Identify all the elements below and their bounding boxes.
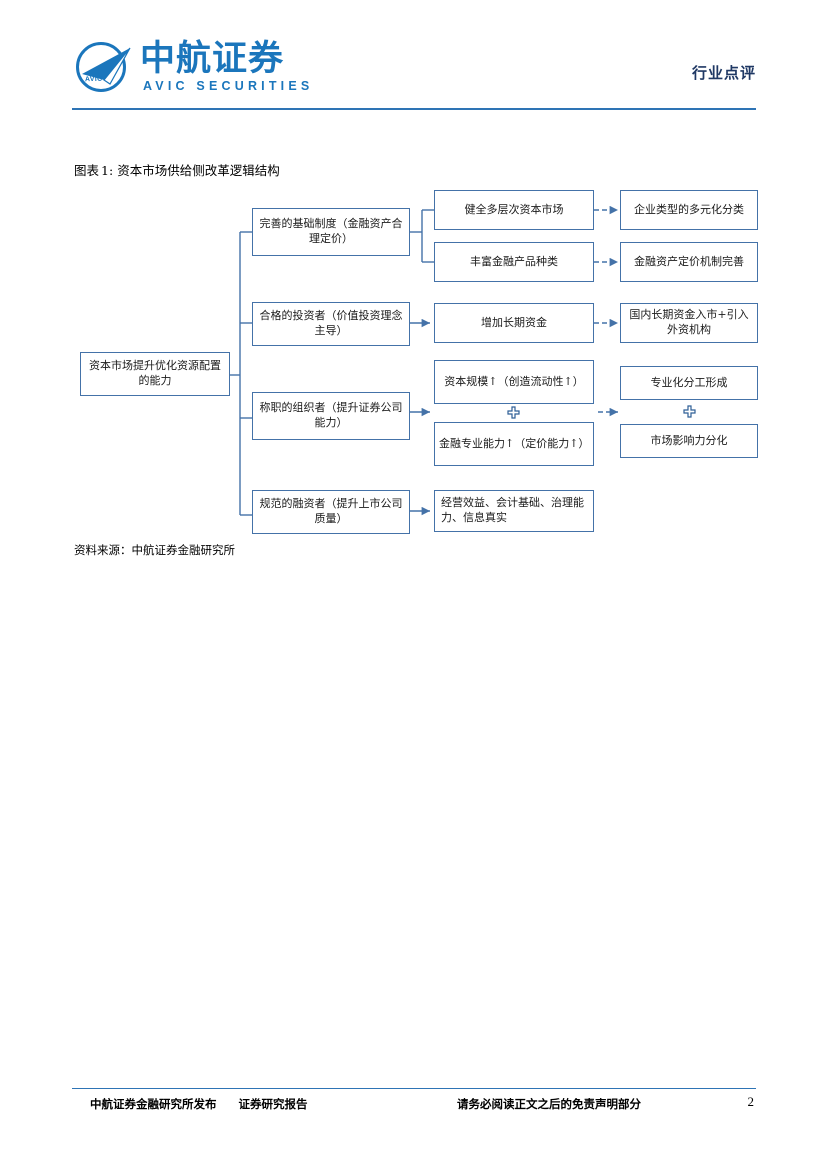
diagram-node-middle-4[interactable]: 资本规模↑（创造流动性↑）: [434, 360, 594, 404]
diagram-node-middle-3[interactable]: 增加长期资金: [434, 303, 594, 343]
diagram-node-outcome-3[interactable]: 国内长期资金入市+引入外资机构: [620, 303, 758, 343]
logo-paper-plane-icon: [82, 47, 131, 85]
diagram-node-pillar-1[interactable]: 完善的基础制度（金融资产合理定价）: [252, 208, 410, 256]
diagram-node-root-label: 资本市场提升优化资源配置的能力: [89, 359, 221, 387]
diagram-node-outcome-4[interactable]: 专业化分工形成: [620, 366, 758, 400]
footer-publisher: 中航证券金融研究所发布 证券研究报告: [90, 1096, 308, 1112]
diagram-node-pillar-4[interactable]: 规范的融资者（提升上市公司质量）: [252, 490, 410, 534]
diagram-node-middle-4-label: 资本规模↑（创造流动性↑）: [444, 374, 584, 388]
header-divider: [72, 108, 756, 110]
plus-operator-icon-outcome: [683, 405, 696, 418]
footer-report-kind-label: 证券研究报告: [238, 1097, 308, 1111]
report-type-label: 行业点评: [691, 64, 756, 82]
figure-caption-title: 资本市场供给侧改革逻辑结构: [117, 163, 280, 178]
diagram-node-pillar-2-label: 合格的投资者（价值投资理念主导）: [259, 309, 403, 337]
diagram-node-pillar-4-label: 规范的融资者（提升上市公司质量）: [259, 497, 403, 525]
footer-page-number: 2: [747, 1094, 755, 1109]
footer-divider: [72, 1088, 756, 1089]
diagram-node-root[interactable]: 资本市场提升优化资源配置的能力: [80, 352, 230, 396]
diagram-node-outcome-4-label: 专业化分工形成: [650, 375, 728, 389]
diagram-node-outcome-2-label: 金融资产定价机制完善: [634, 254, 744, 268]
diagram-node-outcome-1[interactable]: 企业类型的多元化分类: [620, 190, 758, 230]
footer-disclaimer: 请务必阅读正文之后的免责声明部分: [457, 1097, 641, 1111]
figure-source: 资料来源：中航证券金融研究所: [74, 542, 235, 558]
figure-source-value: 中航证券金融研究所: [131, 543, 236, 557]
figure-source-label: 资料来源：: [74, 543, 132, 557]
page-footer: 中航证券金融研究所发布 证券研究报告 请务必阅读正文之后的免责声明部分 2: [72, 1094, 756, 1118]
diagram-node-middle-2[interactable]: 丰富金融产品种类: [434, 242, 594, 282]
avic-logo: AVIC 中航证券 AVIC SECURITIES: [72, 36, 313, 98]
diagram-node-outcome-5[interactable]: 市场影响力分化: [620, 424, 758, 458]
page-header: AVIC 中航证券 AVIC SECURITIES 行业点评: [72, 36, 756, 108]
diagram-node-middle-5-label: 金融专业能力↑（定价能力↑）: [439, 436, 590, 450]
figure-caption-label: 图表: [74, 163, 100, 178]
diagram-node-middle-2-label: 丰富金融产品种类: [470, 254, 558, 268]
figure-caption-number: 1:: [101, 163, 114, 178]
diagram-node-middle-6[interactable]: 经营效益、会计基础、治理能力、信息真实: [434, 490, 594, 532]
diagram-node-outcome-3-label: 国内长期资金入市+引入外资机构: [629, 308, 749, 336]
diagram-node-pillar-3[interactable]: 称职的组织者（提升证券公司能力）: [252, 392, 410, 440]
diagram-node-middle-6-label: 经营效益、会计基础、治理能力、信息真实: [441, 496, 584, 524]
diagram-node-middle-1[interactable]: 健全多层次资本市场: [434, 190, 594, 230]
plus-operator-icon-middle: [507, 406, 520, 419]
diagram-node-pillar-3-label: 称职的组织者（提升证券公司能力）: [259, 401, 403, 429]
logo-company-name-cn: 中航证券: [140, 38, 285, 79]
logo-ring-icon: [76, 42, 126, 92]
diagram-node-middle-3-label: 增加长期资金: [481, 315, 547, 329]
diagram-node-outcome-2[interactable]: 金融资产定价机制完善: [620, 242, 758, 282]
logo-company-name-en: AVIC SECURITIES: [143, 79, 314, 94]
logo-avic-badge-label: AVIC: [84, 75, 103, 84]
diagram-node-middle-5[interactable]: 金融专业能力↑（定价能力↑）: [434, 422, 594, 466]
diagram-node-middle-1-label: 健全多层次资本市场: [464, 202, 564, 216]
diagram-node-outcome-1-label: 企业类型的多元化分类: [634, 202, 744, 216]
logo-text-block: 中航证券 AVIC SECURITIES: [140, 38, 314, 94]
avic-logo-mark-icon: AVIC: [72, 36, 134, 98]
footer-publisher-label: 中航证券金融研究所发布: [90, 1097, 217, 1111]
diagram-node-pillar-1-label: 完善的基础制度（金融资产合理定价）: [259, 217, 403, 245]
diagram-node-pillar-2[interactable]: 合格的投资者（价值投资理念主导）: [252, 302, 410, 346]
diagram-node-outcome-5-label: 市场影响力分化: [650, 433, 728, 447]
